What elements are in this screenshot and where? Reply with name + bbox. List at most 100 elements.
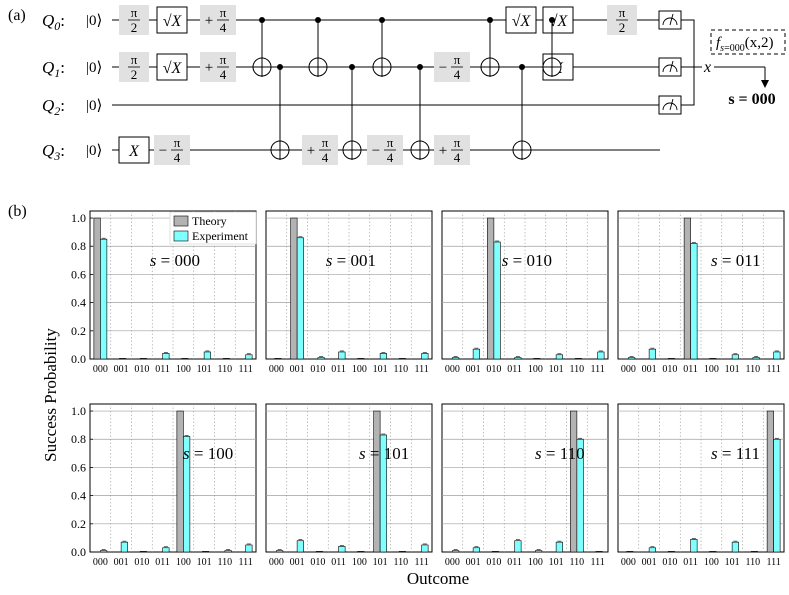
panel-label: s = 001 — [326, 251, 376, 270]
gate-label: √X — [549, 13, 569, 30]
y-tick-label: 0.0 — [71, 352, 86, 366]
experiment-bar — [690, 243, 698, 360]
x-tick-label: 011 — [331, 557, 346, 568]
x-tick-label: 000 — [621, 557, 636, 568]
x-tick-label: 010 — [486, 557, 501, 568]
x-tick-label: 001 — [290, 364, 305, 375]
experiment-bar — [162, 547, 170, 553]
x-tick-label: 001 — [466, 364, 481, 375]
experiment-bar — [597, 351, 605, 360]
theory-bar — [373, 410, 381, 553]
result-label: s = 000 — [728, 91, 775, 108]
panel-b-label: (b) — [8, 203, 27, 220]
y-tick-label: 0.4 — [71, 296, 86, 310]
x-tick-label: 101 — [549, 557, 564, 568]
experiment-bar — [773, 438, 781, 553]
y-tick-label: 0.4 — [71, 489, 86, 503]
experiment-bar — [452, 357, 460, 360]
cnot-control-dot — [417, 64, 423, 70]
experiment-bar — [628, 357, 636, 360]
x-tick-label: 100 — [352, 364, 367, 375]
panel-label: s = 100 — [183, 444, 233, 463]
experiment-bar — [120, 541, 128, 553]
x-tick-label: 000 — [93, 557, 108, 568]
x-tick-label: 111 — [590, 557, 604, 568]
x-tick-label: 010 — [310, 364, 325, 375]
theory-bar — [487, 217, 495, 360]
cnot-control-dot — [259, 17, 265, 23]
x-tick-label: 000 — [445, 364, 460, 375]
phase-denominator: 4 — [220, 67, 227, 82]
x-tick-label: 100 — [176, 364, 191, 375]
experiment-bar — [379, 434, 387, 553]
experiment-bar — [296, 237, 304, 360]
x-tick-label: 100 — [704, 364, 719, 375]
x-tick-label: 111 — [766, 557, 780, 568]
cnot-control-dot — [277, 64, 283, 70]
qubit-colon: : — [60, 11, 65, 30]
ket-zero: |0⟩ — [86, 98, 102, 114]
phase-sign: + — [439, 143, 447, 159]
meter-needle — [669, 98, 674, 111]
experiment-bar — [100, 550, 108, 553]
panel-label: s = 101 — [359, 444, 409, 463]
output-x: x — [703, 59, 711, 76]
x-tick-label: 100 — [176, 557, 191, 568]
gate-label: X — [128, 143, 140, 160]
x-tick-label: 001 — [466, 557, 481, 568]
phase-denominator: 4 — [454, 150, 461, 165]
x-tick-label: 010 — [486, 364, 501, 375]
phase-numerator: π — [454, 135, 461, 150]
x-tick-label: 110 — [570, 557, 585, 568]
experiment-bar — [296, 540, 304, 553]
x-tick-label: 100 — [704, 557, 719, 568]
experiment-bar — [338, 351, 346, 360]
cnot-control-dot — [549, 17, 555, 23]
x-tick-label: 110 — [570, 364, 585, 375]
quantum-circuit: Q0:|0⟩Q1:|0⟩Q2:|0⟩Q3:|0⟩π2√X+π4π2√X+π4X−… — [42, 5, 786, 165]
x-tick-label: 001 — [114, 364, 129, 375]
phase-denominator: 4 — [322, 150, 329, 165]
phase-numerator: π — [322, 135, 329, 150]
x-tick-label: 011 — [683, 557, 698, 568]
x-tick-label: 001 — [290, 557, 305, 568]
experiment-bar — [731, 541, 739, 553]
y-tick-label: 0.8 — [71, 432, 86, 446]
experiment-bar — [203, 351, 211, 360]
gate-label: √X — [512, 13, 532, 30]
experiment-bar — [555, 541, 563, 553]
legend-label: Theory — [192, 214, 227, 228]
x-tick-label: 111 — [590, 364, 604, 375]
phase-sign: − — [439, 60, 447, 76]
phase-denominator: 2 — [131, 67, 138, 82]
qubit-index: 0 — [54, 19, 60, 33]
gate-box — [542, 6, 574, 34]
experiment-bar — [183, 436, 191, 553]
phase-denominator: 4 — [174, 150, 181, 165]
meter-needle — [669, 13, 674, 26]
y-tick-label: 1.0 — [71, 211, 86, 225]
x-tick-label: 100 — [528, 364, 543, 375]
y-tick-label: 0.2 — [71, 324, 86, 338]
y-axis-title: Success Probability — [41, 328, 60, 462]
ket-zero: |0⟩ — [86, 13, 102, 29]
phase-denominator: 4 — [454, 67, 461, 82]
panel-label: s = 010 — [502, 251, 552, 270]
theory-bar — [290, 217, 298, 360]
x-tick-label: 010 — [662, 557, 677, 568]
panel-label-var: s — [359, 444, 366, 463]
panel-label-value: = 000 — [156, 251, 200, 270]
x-tick-label: 011 — [507, 557, 522, 568]
experiment-bar — [317, 357, 325, 360]
phase-numerator: π — [131, 52, 138, 67]
x-tick-label: 000 — [621, 364, 636, 375]
function-sub-s: s — [720, 43, 724, 54]
qubit-index: 2 — [54, 104, 60, 118]
x-tick-label: 011 — [331, 364, 346, 375]
experiment-bar — [245, 354, 253, 360]
experiment-bar — [245, 544, 253, 553]
